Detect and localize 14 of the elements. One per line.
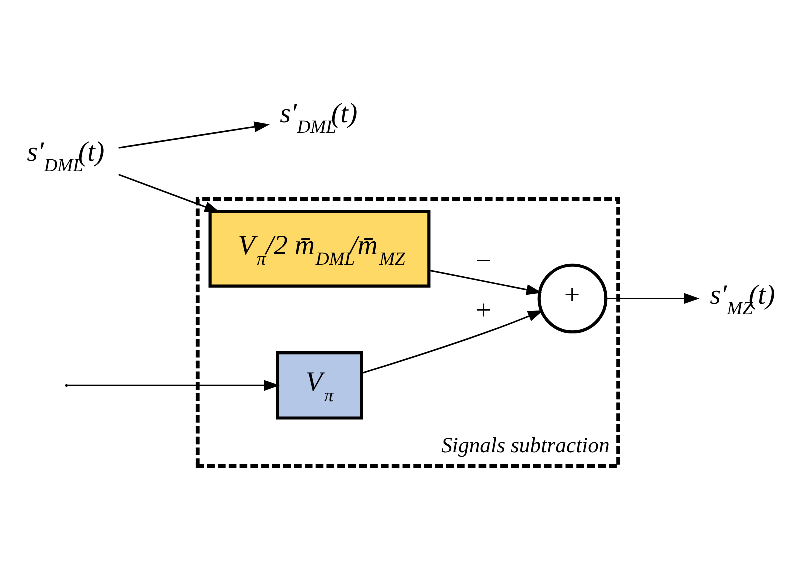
- node-box: V$_{π}$: [276, 352, 364, 420]
- node-text: s′$_{DML}$(t): [27, 137, 105, 177]
- arrow: [68, 380, 280, 392]
- node-circle: +: [538, 264, 608, 334]
- node-box: V$_{π}$/2 m̄$_{DML}$/m̄$_{MZ}$: [208, 210, 431, 288]
- arrow: [362, 310, 544, 374]
- arrow: [118, 122, 270, 149]
- edge-label: +: [474, 296, 494, 327]
- arrow: [429, 270, 542, 296]
- node-text: s′$_{DML}$(t): [280, 98, 358, 138]
- edge-label: −: [474, 246, 494, 277]
- node-text: s′$_{MZ}$(t): [710, 280, 776, 320]
- arrow: [606, 293, 700, 304]
- arrow: [118, 174, 220, 213]
